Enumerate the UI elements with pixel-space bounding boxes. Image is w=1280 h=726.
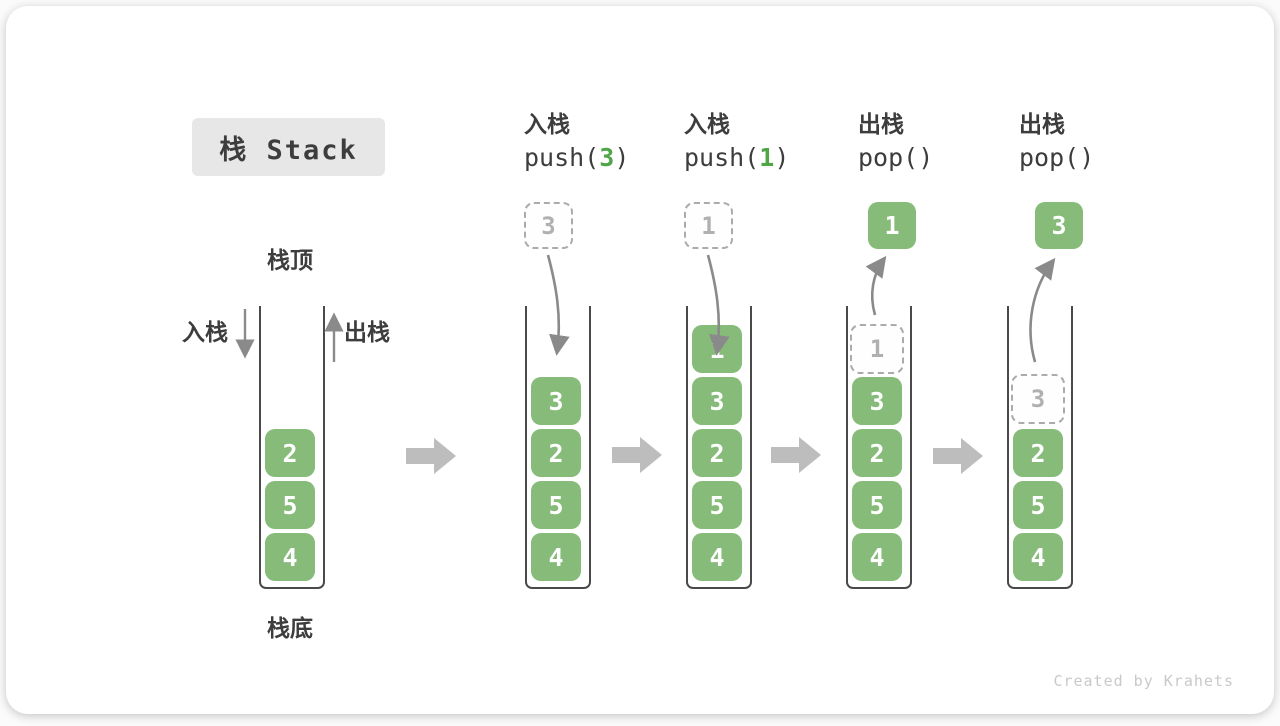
code-arg: 3 — [599, 143, 614, 172]
stack-element: 2 — [1013, 429, 1063, 477]
stage-header-push-3: 入栈 push(3) — [524, 108, 629, 176]
stack-element: 4 — [692, 533, 742, 581]
stack-element: 3 — [531, 377, 581, 425]
op-label: 入栈 — [524, 108, 629, 140]
diagram-title: 栈 Stack — [192, 118, 385, 176]
stage-header-push-1: 入栈 push(1) — [684, 108, 789, 176]
stack-element: 2 — [265, 429, 315, 477]
diagram-card: 栈 Stack 栈顶 栈底 入栈 出栈 入栈 push(3) 入栈 push(1… — [6, 6, 1274, 714]
stage-header-pop-3: 出栈 pop() — [1019, 108, 1094, 176]
stack-element: 5 — [1013, 481, 1063, 529]
op-code: pop() — [1019, 140, 1094, 176]
stage-header-pop-1: 出栈 pop() — [858, 108, 933, 176]
incoming-element-dashed: 1 — [684, 202, 733, 249]
stack-element: 1 — [692, 325, 742, 373]
stack-element: 2 — [531, 429, 581, 477]
popped-element: 3 — [1035, 202, 1083, 249]
removed-element-dashed: 3 — [1011, 374, 1065, 424]
code-close: ) — [774, 143, 789, 172]
push-side-label: 入栈 — [182, 318, 228, 346]
stack-element: 5 — [265, 481, 315, 529]
op-code: push(1) — [684, 140, 789, 176]
stack-element: 5 — [852, 481, 902, 529]
op-code: pop() — [858, 140, 933, 176]
stack-element: 4 — [1013, 533, 1063, 581]
op-label: 入栈 — [684, 108, 789, 140]
stack-element: 3 — [852, 377, 902, 425]
stack-element: 3 — [692, 377, 742, 425]
next-step-arrow-icon — [771, 437, 821, 473]
stack-top-label: 栈顶 — [259, 246, 321, 274]
incoming-element-dashed: 3 — [524, 202, 573, 249]
removed-element-dashed: 1 — [850, 324, 904, 374]
code-fn: pop( — [858, 143, 918, 172]
op-label: 出栈 — [1019, 108, 1094, 140]
stack-element: 4 — [852, 533, 902, 581]
stack-element: 4 — [265, 533, 315, 581]
diagram-title-text: 栈 Stack — [219, 128, 358, 167]
stack-element: 2 — [852, 429, 902, 477]
code-close: ) — [614, 143, 629, 172]
code-close: ) — [918, 143, 933, 172]
op-code: push(3) — [524, 140, 629, 176]
stack-bottom-label: 栈底 — [259, 614, 321, 642]
code-arg: 1 — [759, 143, 774, 172]
code-fn: push( — [684, 143, 759, 172]
stack-element: 2 — [692, 429, 742, 477]
next-step-arrow-icon — [933, 438, 983, 474]
code-fn: push( — [524, 143, 599, 172]
op-label: 出栈 — [858, 108, 933, 140]
next-step-arrow-icon — [406, 438, 456, 474]
popped-element: 1 — [868, 202, 916, 249]
next-step-arrow-icon — [612, 437, 662, 473]
stack-element: 5 — [531, 481, 581, 529]
code-fn: pop( — [1019, 143, 1079, 172]
pop-side-label: 出栈 — [344, 318, 390, 346]
watermark: Created by Krahets — [1053, 672, 1234, 690]
stack-element: 5 — [692, 481, 742, 529]
code-close: ) — [1079, 143, 1094, 172]
stack-element: 4 — [531, 533, 581, 581]
